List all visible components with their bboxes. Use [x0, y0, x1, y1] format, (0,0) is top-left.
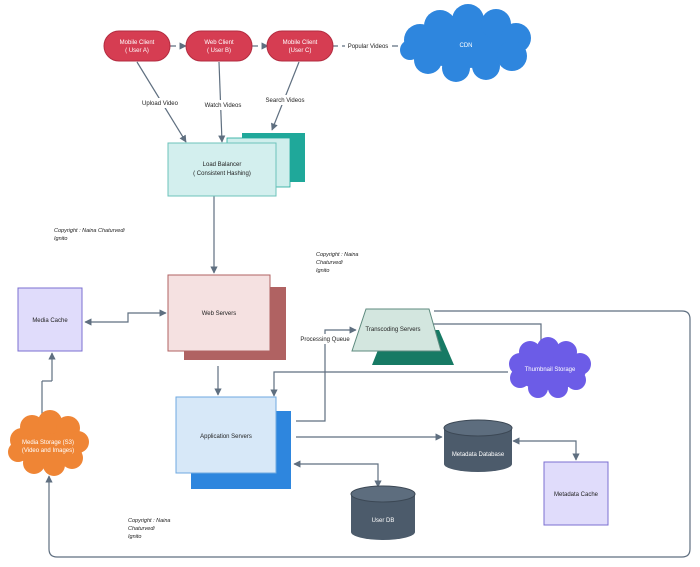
media-storage-cloud[interactable]: Media Storage (S3) (Video and Images) — [8, 410, 89, 476]
edge-label-watch-videos: Watch Videos — [205, 103, 242, 109]
media-storage-line2: (Video and Images) — [22, 448, 74, 454]
edge-web-mediacache — [84, 309, 167, 326]
edge-trans-mediastorage — [45, 310, 691, 558]
mobile-client-c-line2: (User C) — [289, 48, 312, 54]
copyright-3-line2: Chaturvedi — [128, 526, 155, 532]
mobile-client-a[interactable]: Mobile Client ( User A) — [103, 30, 171, 62]
copyright-note-3: Copyright : Naina Chaturvedi Ignito — [128, 518, 171, 540]
metadata-database-top — [443, 419, 513, 437]
thumbnail-storage-cloud[interactable]: Thumbnail Storage — [509, 337, 591, 398]
load-balancer-line1: Load Balancer — [203, 162, 242, 168]
edge-label-search-videos: Search Videos — [266, 98, 305, 104]
transcoding-servers-label: Transcoding Servers — [365, 327, 420, 333]
metadata-database-body — [444, 428, 512, 472]
edge-app-userdb — [293, 460, 382, 488]
transcoding-servers[interactable]: Transcoding Servers — [351, 308, 454, 365]
mobile-client-a-line2: ( User A) — [125, 48, 149, 54]
application-servers[interactable]: Application Servers — [175, 396, 291, 489]
edge-trans-thumb — [432, 323, 542, 347]
copyright-2-line3: Ignito — [316, 268, 329, 274]
edge-label-upload-video: Upload Video — [142, 101, 179, 107]
metadata-database[interactable]: Metadata Database — [443, 419, 513, 472]
web-client-b-line1: Web Client — [204, 40, 234, 46]
load-balancer-box — [167, 142, 277, 197]
metadata-cache[interactable]: Metadata Cache — [543, 461, 609, 526]
user-db-top — [350, 485, 416, 503]
web-client-b[interactable]: Web Client ( User B) — [185, 30, 253, 62]
search-videos-bg — [264, 95, 306, 105]
cdn-cloud-shape — [400, 4, 531, 82]
edge-thumb-app — [270, 371, 508, 397]
media-cache-label: Media Cache — [32, 318, 68, 324]
cdn-cloud[interactable]: CDN — [400, 4, 531, 82]
metadata-cache-label: Metadata Cache — [554, 492, 599, 498]
watch-videos-bg — [202, 100, 244, 110]
mobile-client-c-shape — [266, 30, 334, 62]
user-db-body — [351, 494, 415, 540]
edge-metadb-metacache — [512, 437, 580, 461]
thumbnail-storage-cloud-shape — [509, 337, 591, 398]
cdn-label: CDN — [460, 43, 473, 49]
transcoding-servers-shape — [351, 308, 442, 352]
copyright-2-line1: Copyright : Naina — [316, 252, 359, 258]
web-servers-box — [167, 274, 271, 352]
copyright-1-line2: Ignito — [54, 236, 67, 242]
copyright-note-1: Copyright : Naina Chaturvedi Ignito — [54, 228, 125, 242]
media-cache[interactable]: Media Cache — [17, 287, 83, 352]
copyright-2-line2: Chaturvedi — [316, 260, 343, 266]
user-db[interactable]: User DB — [350, 485, 416, 540]
load-balancer[interactable]: Load Balancer ( Consistent Hashing) — [167, 133, 305, 197]
copyright-1-line1: Copyright : Naina Chaturvedi — [54, 228, 125, 234]
edge-processing-queue — [296, 326, 357, 422]
user-db-label: User DB — [372, 518, 395, 524]
media-storage-cloud-shape — [8, 410, 89, 476]
media-storage-line1: Media Storage (S3) — [22, 440, 74, 446]
web-client-b-shape — [185, 30, 253, 62]
web-servers[interactable]: Web Servers — [167, 274, 286, 360]
thumbnail-storage-label: Thumbnail Storage — [525, 367, 576, 373]
upload-video-bg — [140, 98, 180, 108]
web-servers-label: Web Servers — [202, 311, 237, 317]
edge-label-popular-videos: Popular Videos — [348, 44, 389, 50]
metadata-cache-box — [543, 461, 609, 526]
copyright-note-2: Copyright : Naina Chaturvedi Ignito — [316, 252, 359, 274]
copyright-3-line1: Copyright : Naina — [128, 518, 171, 524]
load-balancer-line2: ( Consistent Hashing) — [193, 171, 251, 177]
application-servers-box — [175, 396, 277, 474]
connectors — [41, 42, 691, 558]
mobile-client-a-shape — [103, 30, 171, 62]
metadata-database-label: Metadata Database — [452, 452, 505, 458]
edge-label-processing-queue: Processing Queue — [300, 337, 350, 343]
application-servers-label: Application Servers — [200, 434, 252, 440]
mobile-client-c-line1: Mobile Client — [283, 40, 318, 46]
media-cache-box — [17, 287, 83, 352]
popular-videos-bg — [345, 41, 391, 51]
processing-queue-bg — [300, 334, 350, 344]
copyright-3-line3: Ignito — [128, 534, 141, 540]
web-client-b-line2: ( User B) — [207, 48, 231, 54]
mobile-client-c[interactable]: Mobile Client (User C) — [266, 30, 334, 62]
mobile-client-a-line1: Mobile Client — [120, 40, 155, 46]
